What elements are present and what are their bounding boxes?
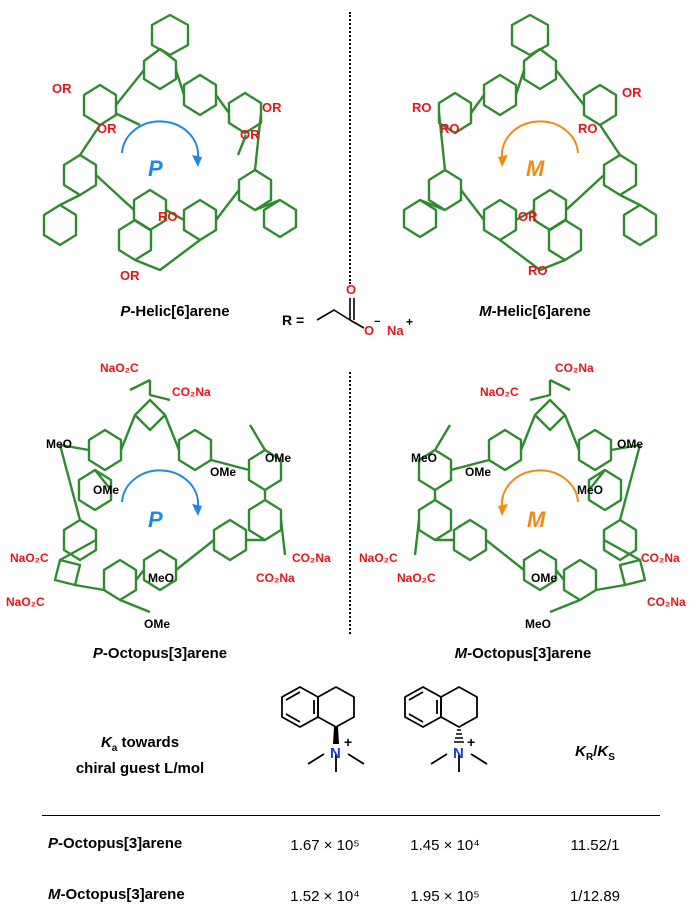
p-arrow bbox=[121, 469, 200, 507]
ratio-header: KR/KS bbox=[575, 743, 615, 763]
m-octopus-label: M-Octopus[3]arene bbox=[454, 645, 592, 662]
p-helic-label: P-Helic[6]arene bbox=[120, 303, 230, 320]
ome-label: OMe bbox=[210, 465, 236, 479]
guest-r-structure: N + bbox=[281, 686, 365, 772]
table-divider bbox=[42, 815, 660, 816]
nao2c-label: NaO₂C bbox=[10, 551, 49, 565]
oxygen-charge: − bbox=[374, 316, 380, 328]
r-equals: R = bbox=[282, 312, 304, 328]
nao2c-label: NaO₂C bbox=[480, 385, 519, 399]
meo-label: MeO bbox=[577, 483, 603, 497]
nao2c-label: NaO₂C bbox=[100, 361, 139, 375]
carboxylate-oxygen: O bbox=[364, 323, 374, 338]
or-label: OR bbox=[622, 85, 642, 100]
p-arrowhead bbox=[192, 155, 202, 167]
ome-label: OMe bbox=[531, 571, 557, 585]
co2na-label: CO₂Na bbox=[292, 551, 331, 565]
p-octopus-label: P-Octopus[3]arene bbox=[92, 645, 228, 662]
sodium-counterion: Na bbox=[387, 323, 404, 338]
ome-label: OMe bbox=[265, 451, 291, 465]
guest-s-structure: N + bbox=[404, 686, 488, 772]
carbonyl-oxygen: O bbox=[346, 282, 356, 297]
ka-r-value: 1.52 × 10⁴ bbox=[290, 888, 360, 905]
m-arrow bbox=[500, 469, 579, 507]
middle-divider bbox=[349, 372, 351, 634]
ro-label: RO bbox=[158, 209, 178, 224]
ome-label: OMe bbox=[465, 465, 491, 479]
nao2c-label: NaO₂C bbox=[6, 595, 45, 609]
co2na-label: CO₂Na bbox=[256, 571, 295, 585]
m-octopus-structure: CO₂Na NaO₂C OMe MeO OMe MeO CO₂Na NaO₂C … bbox=[359, 361, 686, 631]
r-group-definition: R = O O − Na + bbox=[282, 282, 413, 338]
nitrogen-charge: + bbox=[467, 734, 475, 750]
m-arrowhead bbox=[498, 504, 508, 516]
p-arrow-label: P bbox=[148, 156, 163, 181]
co2na-label: CO₂Na bbox=[172, 385, 211, 399]
m-arrowhead bbox=[498, 155, 508, 167]
sodium-charge: + bbox=[406, 315, 413, 329]
ome-label: OMe bbox=[617, 437, 643, 451]
m-arrow-label: M bbox=[526, 156, 545, 181]
ka-s-value: 1.45 × 10⁴ bbox=[410, 837, 480, 854]
meo-label: MeO bbox=[411, 451, 437, 465]
co2na-label: CO₂Na bbox=[641, 551, 680, 565]
row-host-name: P-Octopus[3]arene bbox=[48, 835, 183, 852]
meo-label: MeO bbox=[148, 571, 174, 585]
ro-label: RO bbox=[578, 121, 598, 136]
p-arrowhead bbox=[192, 504, 202, 516]
p-octopus-structure: NaO₂C CO₂Na MeO OMe OMe OMe NaO₂C CO₂Na … bbox=[6, 361, 331, 631]
ome-label: OMe bbox=[93, 483, 119, 497]
m-helic-label: M-Helic[6]arene bbox=[479, 303, 591, 320]
m-helic-structure: RO OR RO RO OR RO M bbox=[402, 13, 658, 278]
or-label: OR bbox=[120, 268, 140, 283]
ro-label: RO bbox=[528, 263, 548, 278]
or-label: OR bbox=[518, 209, 538, 224]
p-arrow bbox=[121, 120, 200, 158]
p-helic-structure: OR OR OR OR RO OR P bbox=[42, 13, 298, 283]
nitrogen-atom: N bbox=[453, 745, 464, 762]
ka-s-value: 1.95 × 10⁵ bbox=[410, 888, 480, 905]
or-label: OR bbox=[262, 100, 282, 115]
kr-ks-value: 11.52/1 bbox=[570, 837, 620, 854]
ro-label: RO bbox=[412, 100, 432, 115]
p-arrow-label: P bbox=[148, 507, 163, 532]
m-arrow-label: M bbox=[527, 507, 546, 532]
nao2c-label: NaO₂C bbox=[359, 551, 398, 565]
nitrogen-charge: + bbox=[344, 734, 352, 750]
ka-r-value: 1.67 × 10⁵ bbox=[290, 837, 360, 854]
top-divider bbox=[349, 12, 351, 284]
or-label: OR bbox=[97, 121, 117, 136]
ro-label: RO bbox=[440, 121, 460, 136]
ome-label: OMe bbox=[144, 617, 170, 631]
co2na-label: CO₂Na bbox=[647, 595, 686, 609]
nitrogen-atom: N bbox=[330, 745, 341, 762]
meo-label: MeO bbox=[525, 617, 551, 631]
row-host-name: M-Octopus[3]arene bbox=[48, 886, 185, 903]
kr-ks-value: 1/12.89 bbox=[569, 888, 621, 905]
nao2c-label: NaO₂C bbox=[397, 571, 436, 585]
co2na-label: CO₂Na bbox=[555, 361, 594, 375]
meo-label: MeO bbox=[46, 437, 72, 451]
or-label: OR bbox=[52, 81, 72, 96]
ka-header: Ka towards chiral guest L/mol bbox=[75, 734, 205, 777]
m-arrow bbox=[500, 120, 579, 158]
or-label: OR bbox=[240, 127, 260, 142]
